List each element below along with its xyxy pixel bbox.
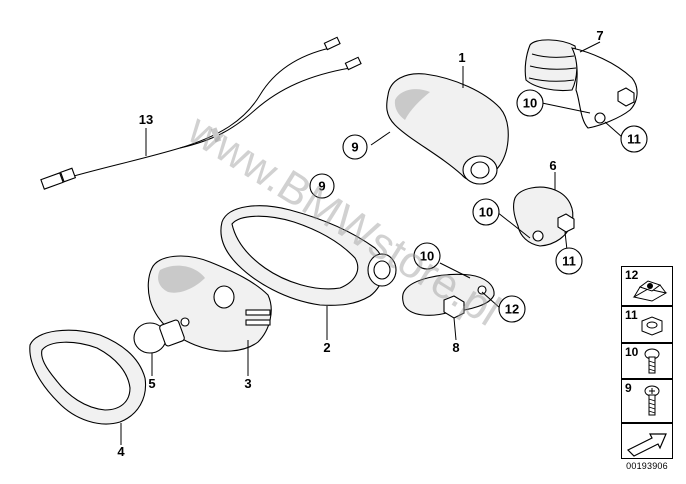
outer-lens xyxy=(29,329,147,425)
document-number: 00193906 xyxy=(626,461,668,471)
leader-lines xyxy=(120,41,623,445)
label-5: 5 xyxy=(148,376,155,391)
label-7: 7 xyxy=(596,28,603,43)
legend-number: 9 xyxy=(625,381,632,395)
label-3: 3 xyxy=(244,376,251,391)
label-13: 13 xyxy=(139,112,153,127)
label-9b: 9 xyxy=(318,179,325,194)
legend-item-11: 11 xyxy=(621,306,673,343)
label-10a: 10 xyxy=(523,96,537,111)
legend-item-9: 9 xyxy=(621,379,673,423)
clip-nut-icon xyxy=(632,280,668,302)
label-9a: 9 xyxy=(351,140,358,155)
legend-number: 12 xyxy=(625,268,639,282)
hex-nut-icon xyxy=(641,316,663,336)
rubber-mount-bracket xyxy=(524,39,638,129)
label-10c: 10 xyxy=(420,249,434,264)
legend-number: 10 xyxy=(625,345,639,359)
hex-socket-screw-icon xyxy=(644,348,660,374)
legend-item-12: 12 xyxy=(621,266,673,306)
nav-arrow-panel[interactable] xyxy=(621,423,673,459)
label-12: 12 xyxy=(505,302,519,317)
circled-part-numbers: 9 9 10 10 10 11 11 12 xyxy=(309,89,648,323)
support-bracket xyxy=(402,273,495,319)
phillips-screw-icon xyxy=(644,385,660,416)
label-4: 4 xyxy=(117,444,125,459)
label-6: 6 xyxy=(549,158,556,173)
label-2: 2 xyxy=(323,340,330,355)
legend-item-10: 10 xyxy=(621,343,673,379)
housing-cover xyxy=(386,73,509,185)
legend-number: 11 xyxy=(625,308,638,322)
label-1: 1 xyxy=(458,50,465,65)
mounting-bracket xyxy=(513,186,575,247)
label-11a: 11 xyxy=(627,132,641,147)
bulb xyxy=(133,317,190,354)
part-numbers: 1 2 3 4 5 6 7 8 13 xyxy=(117,28,603,459)
label-10b: 10 xyxy=(479,205,493,220)
turn-signal-lens xyxy=(220,205,397,306)
arrow-icon[interactable] xyxy=(622,424,672,458)
label-11b: 11 xyxy=(562,254,576,269)
label-8: 8 xyxy=(452,340,459,355)
wiring-harness xyxy=(40,36,362,190)
